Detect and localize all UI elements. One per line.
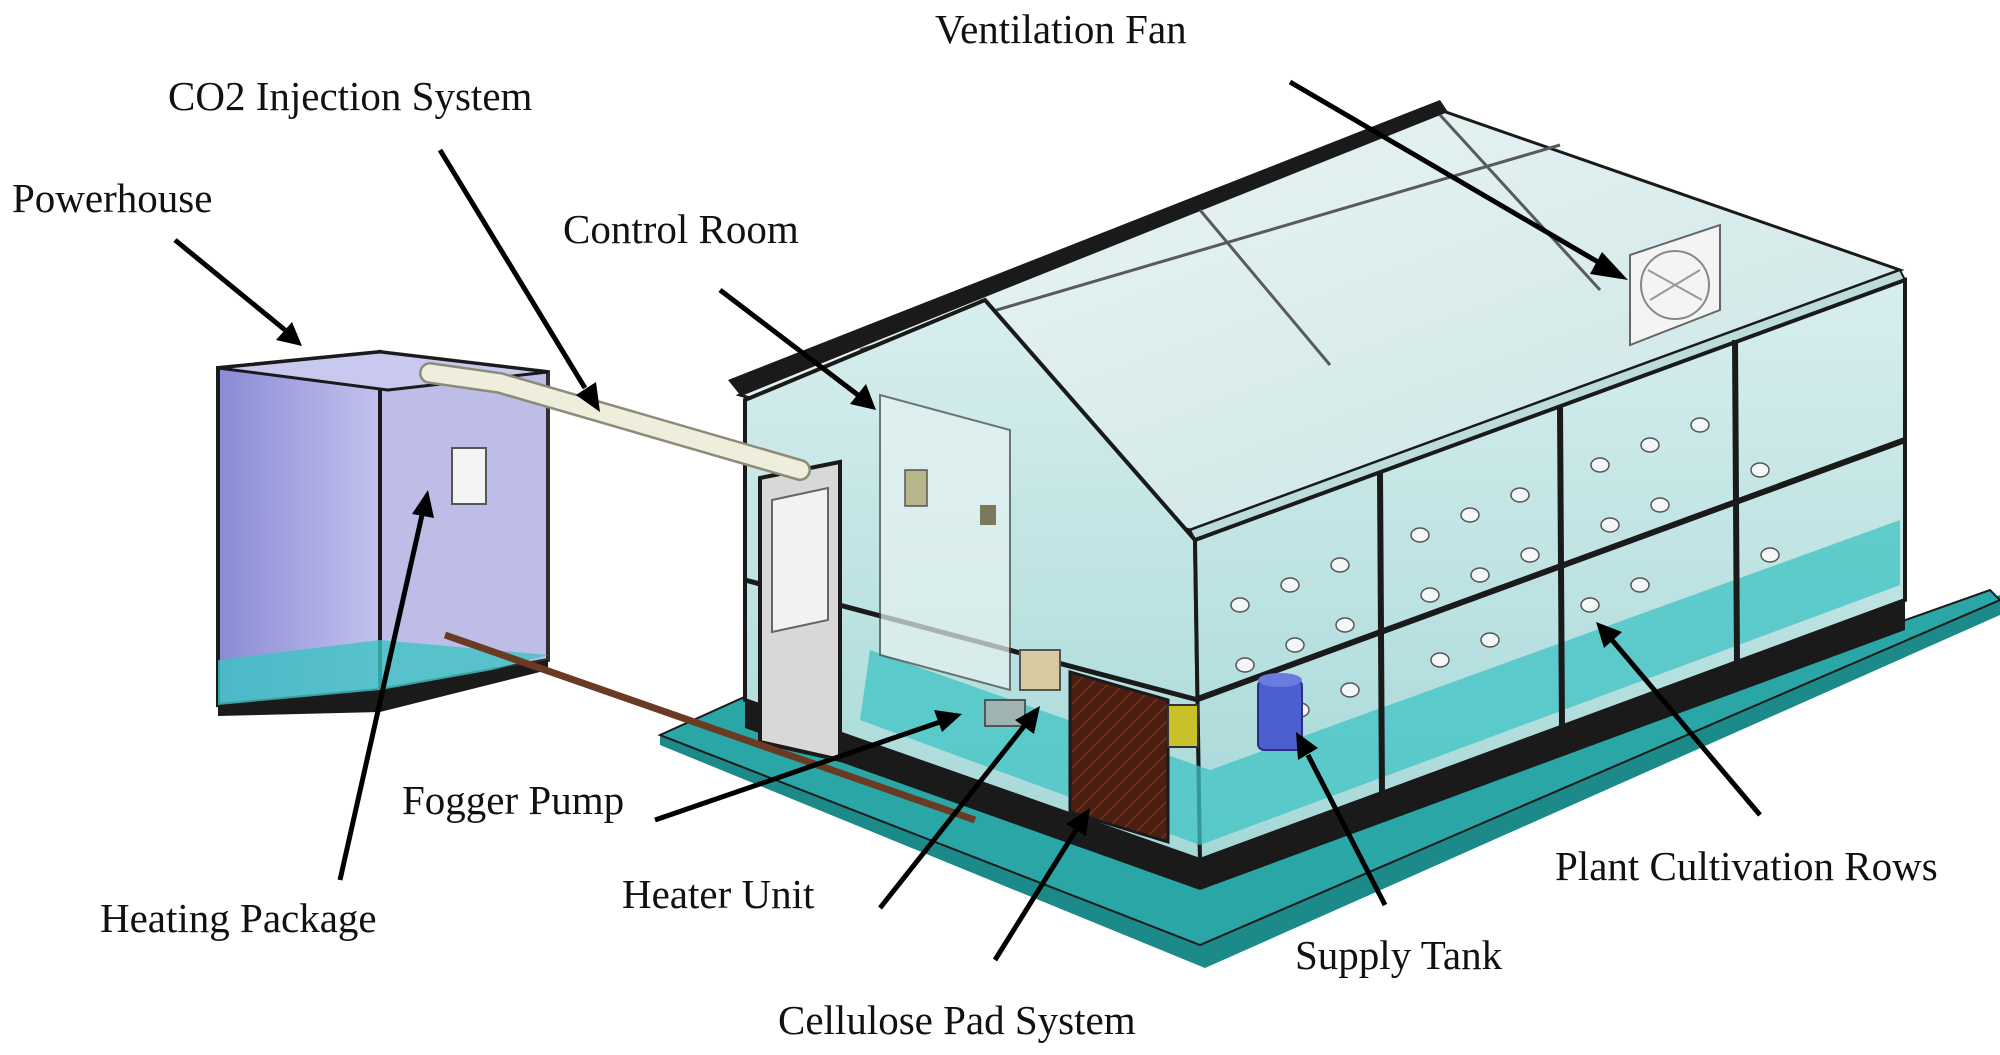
- label-powerhouse: Powerhouse: [12, 175, 212, 221]
- label-cellulose-pad-system: Cellulose Pad System: [778, 997, 1136, 1043]
- label-supply-tank: Supply Tank: [1295, 932, 1503, 978]
- label-ventilation-fan: Ventilation Fan: [935, 6, 1187, 52]
- label-plant-cultivation-rows: Plant Cultivation Rows: [1555, 843, 1938, 889]
- powerhouse: [218, 352, 548, 716]
- control-room: [880, 395, 1010, 690]
- label-heating-package: Heating Package: [100, 895, 377, 941]
- heating-package-box: [452, 448, 486, 504]
- label-fogger-pump: Fogger Pump: [402, 777, 624, 823]
- label-heater-unit: Heater Unit: [622, 871, 815, 917]
- label-control-room: Control Room: [563, 206, 799, 252]
- label-co2-injection-system: CO2 Injection System: [168, 73, 533, 119]
- greenhouse-door: [760, 462, 840, 760]
- supply-tank: [1258, 673, 1302, 750]
